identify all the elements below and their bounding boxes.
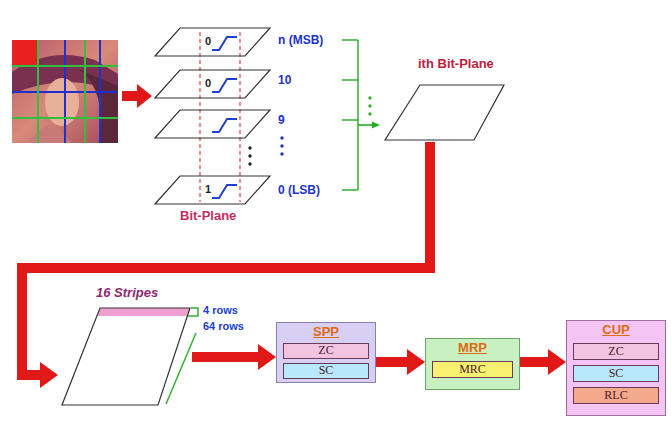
connector-line [358, 124, 373, 126]
select-bracket [342, 40, 358, 190]
coding-pass-box: SC [573, 365, 659, 382]
arrow-head [548, 349, 566, 375]
coding-pass-box: RLC [573, 387, 659, 404]
node-outline [58, 282, 192, 408]
dot [280, 144, 283, 147]
lena-image [12, 40, 118, 143]
bit-step [212, 79, 237, 92]
bit-value: 0 [205, 35, 211, 47]
pass-box: ZC SC RLC CUP [566, 320, 666, 416]
stripe-plane: 16 Stripes [58, 282, 192, 408]
node-text: Bit-Plane [180, 209, 236, 224]
node-text: RLC [604, 389, 627, 403]
node-text: MRC [459, 363, 486, 377]
flow-connector [520, 349, 566, 375]
flow-connector [358, 122, 380, 129]
node-outline [148, 22, 358, 228]
dot [248, 162, 251, 165]
arrow-head [372, 122, 380, 129]
bit-plane-level: 0 (LSB) [278, 183, 320, 197]
bit-value: 0 [205, 77, 211, 89]
coding-pass-box: ZC [573, 343, 659, 360]
block-grid [12, 40, 118, 143]
connector-line [376, 357, 408, 367]
ellipsis-dots [248, 146, 251, 165]
node-text: SC [319, 364, 334, 378]
ellipsis-dots [280, 136, 283, 155]
node-text: 16 Stripes [96, 286, 158, 301]
ellipsis-dots [368, 96, 371, 115]
flow-connector [192, 344, 276, 370]
coding-pass-box: ZC [283, 343, 369, 359]
bit-value: 1 [205, 183, 211, 195]
dot [248, 154, 251, 157]
plane-shape [155, 28, 270, 56]
image-ground [12, 40, 118, 143]
arrow-head [407, 349, 425, 375]
bit-step [212, 37, 237, 50]
image-block [12, 40, 38, 66]
node-text: SPP [313, 325, 339, 340]
bit-step-marks [212, 37, 237, 198]
bit-step [212, 185, 237, 198]
bit-plane-level: 9 [278, 113, 285, 127]
dimension-label: 64 rows [203, 320, 244, 332]
dot [368, 104, 371, 107]
coding-pass-box: MRC [432, 361, 513, 378]
node-text: MRP [458, 341, 487, 356]
flow-arrow [122, 84, 152, 108]
node-text: CUP [602, 323, 629, 338]
bit-step [212, 119, 237, 132]
pass-box: ZC SC SPP [276, 322, 376, 383]
dot [280, 136, 283, 139]
plane-shape [62, 308, 190, 405]
plane-shape [97, 308, 190, 316]
dot [368, 96, 371, 99]
dimension-label: 4 rows [203, 304, 238, 316]
node-text: ZC [318, 344, 333, 358]
plane-shape [155, 176, 270, 204]
bit-plane-stack: Bit-Plane [148, 22, 358, 228]
connector-line [520, 357, 549, 367]
selected-bit-plane: ith Bit-Plane [380, 55, 505, 142]
arrow-head [258, 344, 276, 370]
node-text: ZC [608, 345, 623, 359]
arrow-head [40, 362, 58, 388]
dot [248, 146, 251, 149]
bit-plane-level: n (MSB) [278, 33, 323, 47]
bit-plane-level: 10 [278, 73, 291, 87]
dot [280, 152, 283, 155]
connector-line [192, 352, 259, 362]
node-text: ith Bit-Plane [418, 57, 494, 72]
dot [368, 112, 371, 115]
node-text: SC [609, 367, 624, 381]
flow-connector [376, 349, 425, 375]
plane-shape [385, 85, 504, 140]
block-grid [12, 40, 118, 143]
pass-box: MRC MRP [425, 338, 520, 390]
coding-pass-box: SC [283, 363, 369, 379]
plane-shape [155, 70, 270, 98]
plane-shape [155, 110, 270, 138]
